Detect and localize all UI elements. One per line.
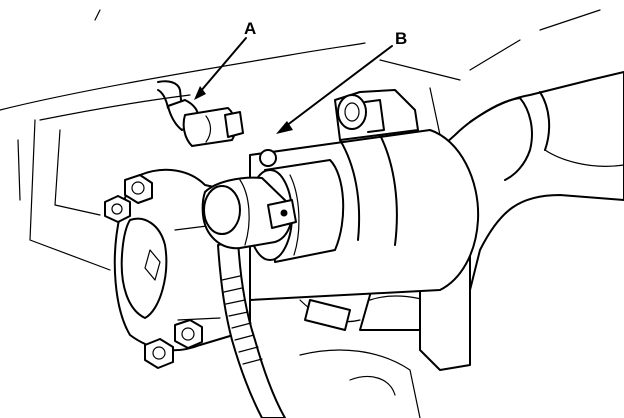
upper-mount-bolt [334,89,419,141]
housing-bolt-top [124,174,153,204]
body-panel [0,9,601,271]
housing-bolt-left [104,195,131,223]
leader-line-b [276,45,393,134]
housing-bolt-bottom [144,338,174,369]
callout-label-a: A [244,19,256,38]
callout-label-b: B [395,29,407,48]
connector-a [157,80,244,147]
leader-line-a [194,37,247,100]
terminal-boot [201,176,297,250]
housing-bolt-lower [174,319,203,349]
